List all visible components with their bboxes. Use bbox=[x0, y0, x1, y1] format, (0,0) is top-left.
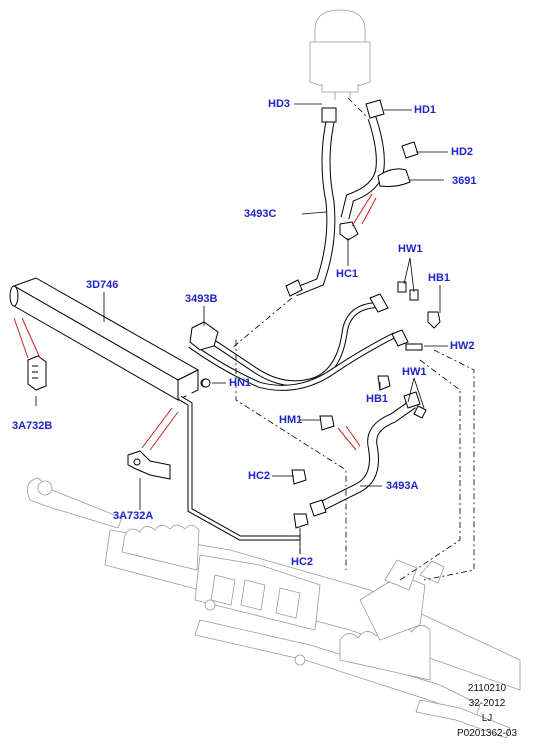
nut-hn1 bbox=[201, 378, 211, 388]
callout-hb1-top: HB1 bbox=[428, 272, 451, 284]
callout-hc1: HC1 bbox=[336, 268, 359, 280]
callout-3a732b: 3A732B bbox=[12, 420, 53, 432]
bolt-hb1-mid bbox=[377, 375, 391, 391]
steering-gear-assembly bbox=[26, 477, 521, 739]
callout-3d746: 3D746 bbox=[86, 279, 119, 291]
clip-hw1-mid bbox=[413, 405, 427, 419]
clip-hc2-left bbox=[291, 469, 307, 485]
callout-hc2-left: HC2 bbox=[248, 470, 271, 482]
callout-3a732a: 3A732A bbox=[113, 510, 154, 522]
cooler-pipes bbox=[178, 386, 300, 541]
hose-3691 bbox=[340, 99, 419, 220]
fluid-reservoir bbox=[309, 9, 371, 100]
clip-hw2 bbox=[405, 343, 423, 351]
callout-3493c: 3493C bbox=[244, 208, 277, 220]
callout-hc2-bottom: HC2 bbox=[291, 556, 314, 568]
callout-hn1: HN1 bbox=[229, 377, 252, 389]
bracket-3a732b bbox=[27, 355, 47, 391]
bolt-hb1-top bbox=[427, 311, 441, 329]
clip-hc1 bbox=[339, 221, 359, 241]
red-leaders bbox=[13, 193, 377, 451]
ref-line-4: P0201362-03 bbox=[456, 728, 518, 739]
callout-hd2: HD2 bbox=[451, 146, 474, 158]
ref-line-2: 32-2012 bbox=[468, 698, 506, 709]
callout-hd3: HD3 bbox=[268, 98, 291, 110]
hose-3493c bbox=[285, 107, 337, 297]
callout-hm1: HM1 bbox=[279, 414, 303, 426]
callout-hw1-top: HW1 bbox=[398, 243, 423, 255]
callout-hd1: HD1 bbox=[414, 104, 437, 116]
clip-hc2-bottom bbox=[293, 513, 309, 529]
callout-3691: 3691 bbox=[452, 175, 477, 187]
ref-line-3: LJ bbox=[481, 713, 493, 724]
callout-3493a: 3493A bbox=[386, 480, 419, 492]
hose-3493a bbox=[309, 391, 421, 517]
bracket-3a732a bbox=[127, 450, 171, 480]
ref-line-1: 2110210 bbox=[467, 683, 507, 694]
callout-hw2: HW2 bbox=[450, 340, 475, 352]
callout-hw1-mid: HW1 bbox=[402, 366, 427, 378]
clip-hm1 bbox=[319, 415, 335, 431]
clip-hw1-top bbox=[397, 281, 419, 301]
hose-3493b bbox=[188, 293, 409, 391]
black-leaders bbox=[35, 103, 448, 554]
callout-3493b: 3493B bbox=[185, 293, 218, 305]
oil-cooler bbox=[9, 277, 200, 401]
callout-hb1-mid: HB1 bbox=[366, 393, 389, 405]
